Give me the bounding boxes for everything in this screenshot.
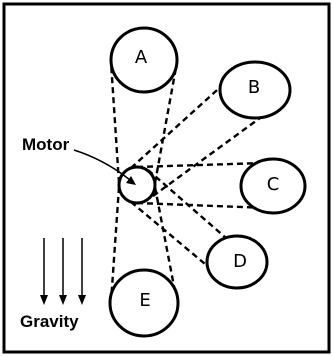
pulley-label-d: D <box>233 251 247 272</box>
pulley-label-e: E <box>139 290 150 311</box>
gravity-arrows <box>40 238 86 305</box>
pulley-label-c: C <box>267 174 280 195</box>
pulley-a: A <box>109 26 179 94</box>
pulley-label-a: A <box>135 47 148 68</box>
pulley-c: C <box>239 157 307 215</box>
motor-pointer-arrow <box>73 149 136 185</box>
belt-a <box>109 61 179 184</box>
belt-d <box>130 169 227 275</box>
pulley-d: D <box>205 234 269 290</box>
belt-c <box>136 161 269 210</box>
pulley-e: E <box>108 268 180 338</box>
pulley-b: B <box>218 60 292 120</box>
motor-shaft <box>117 165 157 205</box>
pulley-label-b: B <box>248 77 260 98</box>
gravity-label: Gravity <box>20 312 79 331</box>
belt-b <box>130 71 261 197</box>
diagram-border <box>2 2 331 354</box>
motor-label: Motor <box>22 135 70 154</box>
